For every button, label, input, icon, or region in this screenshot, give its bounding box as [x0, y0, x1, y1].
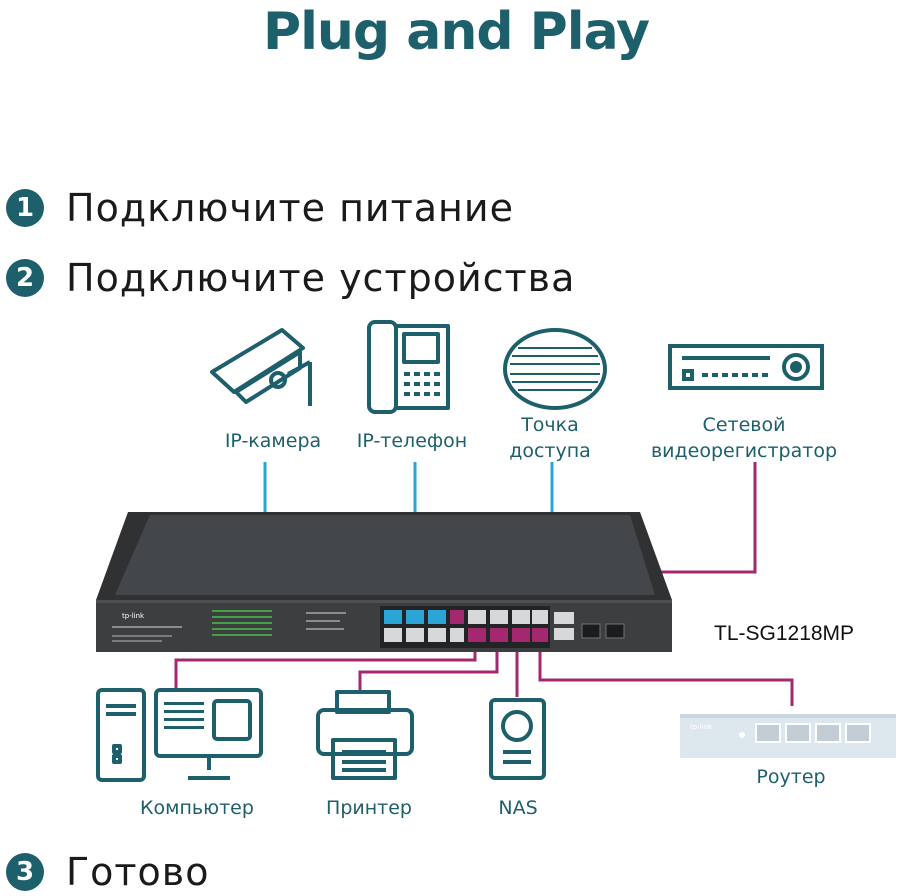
step-1-number: 1: [6, 189, 44, 227]
page-title: Plug and Play: [262, 2, 650, 62]
step-1: 1 Подключите питание: [6, 186, 514, 230]
step-3-number: 3: [6, 853, 44, 891]
router-label: Роутер: [756, 766, 826, 788]
step-2-text: Подключите устройства: [66, 256, 576, 300]
nvr-icon: [668, 344, 824, 390]
access-point-label: Точка доступа: [490, 412, 610, 464]
switch-device: tp-link: [96, 512, 672, 652]
step-3-text: Готово: [66, 850, 210, 894]
nvr-label-line1: Сетевой: [702, 414, 786, 436]
switch-brand: tp-link: [122, 612, 145, 620]
step-2: 2 Подключите устройства: [6, 256, 575, 300]
access-point-label-line2: доступа: [509, 440, 591, 462]
router-brand: tp-link: [690, 723, 713, 731]
ip-phone-label: IP-телефон: [356, 430, 468, 452]
nvr-label-line2: видеорегистратор: [650, 440, 838, 462]
access-point-label-line1: Точка: [521, 414, 579, 436]
router-icon: tp-link: [680, 714, 896, 758]
router-cable: [538, 640, 794, 706]
step-1-text: Подключите питание: [66, 186, 514, 230]
computer-label: Компьютер: [140, 797, 254, 819]
nvr-label: Сетевой видеорегистратор: [640, 412, 848, 464]
computer-icon: [96, 688, 263, 782]
nas-label: NAS: [498, 797, 538, 819]
step-3: 3 Готово: [6, 850, 209, 894]
nas-icon: [489, 698, 546, 780]
access-point-icon: [503, 328, 607, 410]
ip-phone-icon: [367, 320, 450, 414]
printer-cable: [358, 640, 499, 692]
printer-icon: [316, 690, 414, 780]
printer-label: Принтер: [326, 797, 412, 819]
step-2-number: 2: [6, 259, 44, 297]
switch-model-label: TL-SG1218MP: [714, 622, 855, 645]
ip-camera-label: IP-камера: [224, 430, 322, 452]
poe-ports: [384, 610, 548, 642]
ip-camera-icon: [210, 328, 312, 406]
